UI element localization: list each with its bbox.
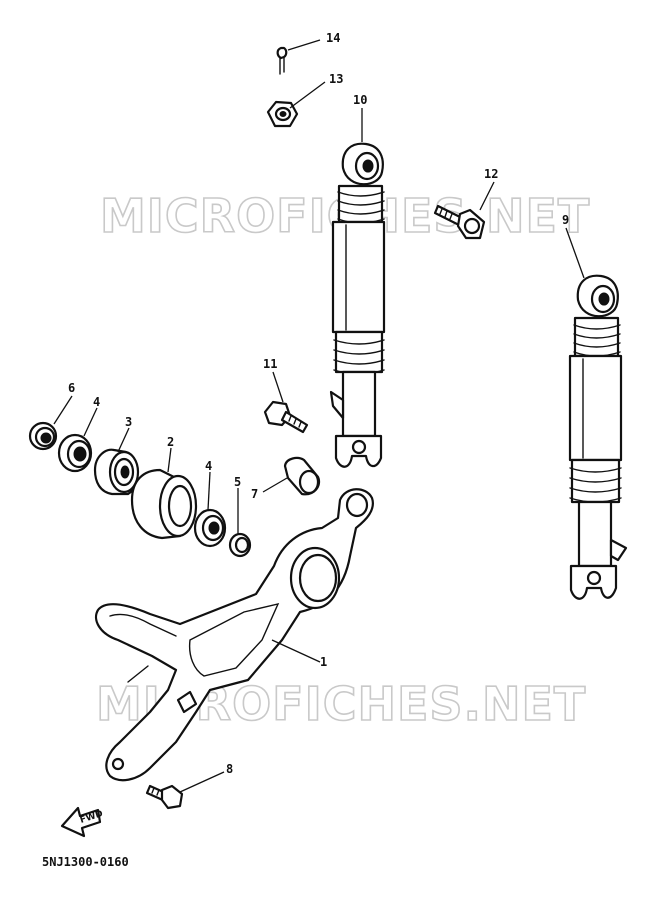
- part-5-oil-seal: [228, 532, 252, 558]
- part-13-nut: [266, 100, 299, 128]
- part-10-rear-shock-left: [329, 142, 386, 468]
- callout-9: 9: [562, 213, 569, 227]
- part-2-collar: [130, 468, 198, 540]
- callout-7: 7: [251, 487, 258, 501]
- callout-5: 5: [234, 475, 241, 489]
- callout-4-right: 4: [205, 459, 212, 473]
- part-14-cotter-pin: [276, 46, 288, 75]
- part-6-oil-seal: [28, 421, 58, 451]
- diagram-code: 5NJ1300-0160: [42, 855, 129, 869]
- part-4-bearing-left: [57, 433, 93, 473]
- part-8-bolt: [145, 784, 184, 810]
- callout-4-left: 4: [93, 395, 100, 409]
- callout-6: 6: [68, 381, 75, 395]
- callout-2: 2: [167, 435, 174, 449]
- part-1-rear-arm: [94, 488, 374, 782]
- part-12-bolt: [433, 204, 486, 240]
- callout-1: 1: [320, 655, 327, 669]
- part-4-bearing-right: [193, 508, 227, 548]
- part-3-bearing: [93, 448, 140, 496]
- callout-11: 11: [263, 357, 277, 371]
- callout-8: 8: [226, 762, 233, 776]
- part-9-rear-shock-right: [568, 274, 628, 600]
- callout-10: 10: [353, 93, 367, 107]
- callout-labels: 14 13 10 12 9 11 6 4 3 2 4 5 7 1 8: [68, 31, 569, 776]
- callout-14: 14: [326, 31, 340, 45]
- part-11-bolt: [263, 400, 309, 434]
- leader-lines: [53, 39, 585, 793]
- callout-3: 3: [125, 415, 132, 429]
- callout-12: 12: [484, 167, 498, 181]
- part-7-collar: [283, 456, 321, 496]
- callout-13: 13: [329, 72, 343, 86]
- forward-arrow-icon: FWD: [60, 806, 104, 838]
